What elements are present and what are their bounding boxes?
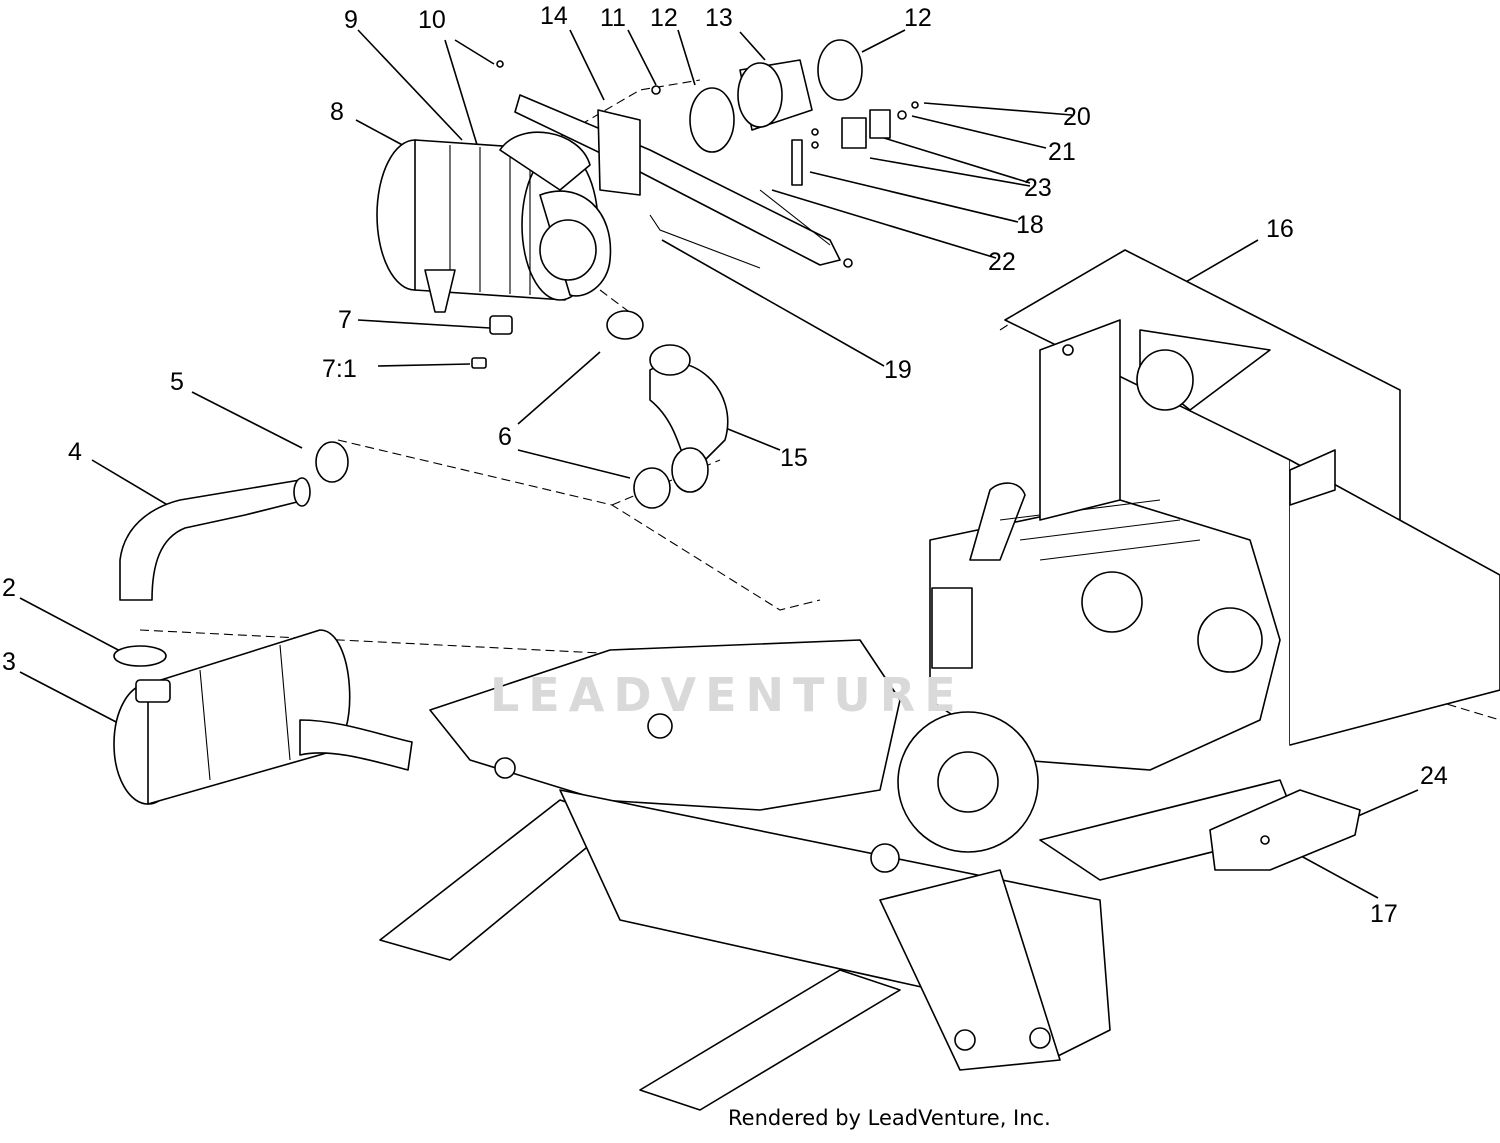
exhaust-pipe [119,441,349,601]
callout-8: 8 [330,98,344,126]
muffler [113,629,413,805]
callout-4: 4 [68,438,82,466]
intake-hose [606,310,729,509]
callout-12: 12 [650,4,678,32]
callout-3: 3 [2,648,16,676]
callout-23: 23 [1024,174,1052,202]
callout-9: 9 [344,6,358,34]
callout-14: 14 [540,2,568,30]
callout-10: 10 [418,6,446,34]
rear-frame [1004,249,1500,746]
callout-22: 22 [988,248,1016,276]
air-cleaner [376,131,612,313]
tractor-frame [379,639,1301,1111]
callout-15: 15 [780,444,808,472]
callout-24: 24 [1420,762,1448,790]
callout-17: 17 [1370,900,1398,928]
callout-7-1: 7:1 [322,355,357,383]
restriction-indicator [471,315,513,369]
callout-2: 2 [2,574,16,602]
callout-18: 18 [1016,211,1044,239]
rear-shield [1209,789,1361,871]
mounting-bracket [496,60,853,269]
fasteners [811,101,919,149]
callout-labels: 9 10 14 11 12 13 12 8 20 21 23 18 22 16 … [2,2,1448,928]
hose-clamps-and-sleeve [689,39,863,153]
callout-21: 21 [1048,138,1076,166]
callout-20: 20 [1063,103,1091,131]
engine [897,482,1281,853]
callout-16: 16 [1266,215,1294,243]
footer-credit: Rendered by LeadVenture, Inc. [728,1106,1051,1130]
callout-11: 11 [600,4,626,32]
callout-13: 13 [705,4,733,32]
watermark: LEADVENTURE [490,668,965,722]
callout-5: 5 [170,368,184,396]
callout-7: 7 [338,306,352,334]
callout-12b: 12 [904,4,932,32]
callout-6: 6 [498,423,512,451]
leader-lines [19,29,1419,899]
callout-19: 19 [884,356,912,384]
